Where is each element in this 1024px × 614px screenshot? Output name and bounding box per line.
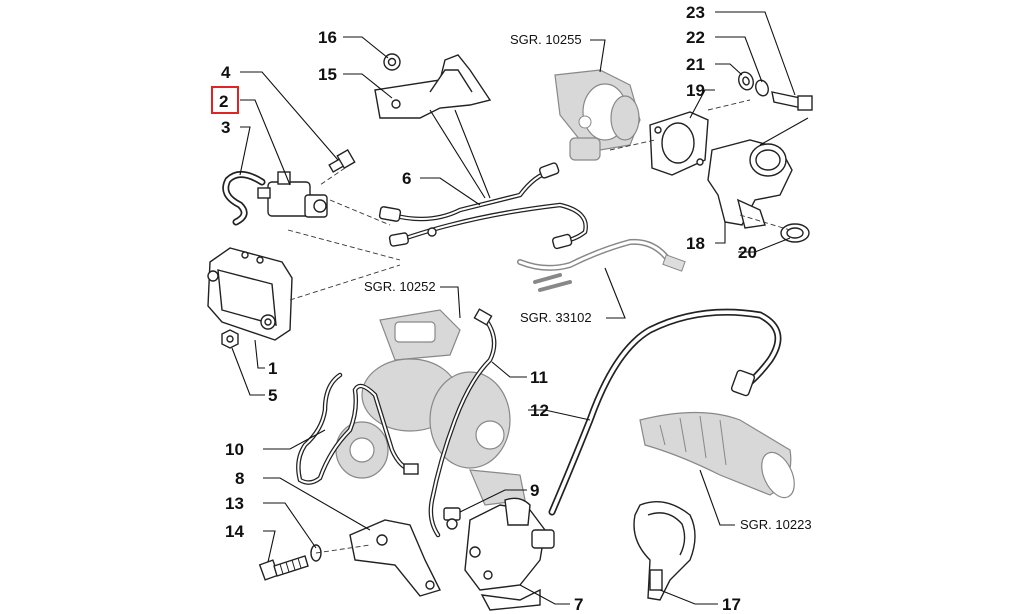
reference-labels: SGR. 10255 SGR. 10252 SGR. 33102 SGR. 10…	[364, 32, 812, 532]
ref-sgr-10252[interactable]: SGR. 10252	[364, 279, 436, 294]
part-12-hose[interactable]	[548, 308, 782, 516]
callout-22[interactable]: 22	[686, 28, 705, 47]
ref-sgr-10223[interactable]: SGR. 10223	[740, 517, 812, 532]
callout-11[interactable]: 11	[530, 368, 548, 387]
ref-sgr-33102[interactable]: SGR. 33102	[520, 310, 592, 325]
part-15-bracket[interactable]	[374, 54, 492, 119]
part-23-bolt[interactable]	[771, 91, 813, 111]
part-17-bracket[interactable]	[633, 501, 696, 601]
sensor-pipe	[517, 238, 686, 292]
alignment-lines	[287, 99, 791, 554]
callout-19[interactable]: 19	[686, 81, 705, 100]
callout-18[interactable]: 18	[686, 234, 705, 253]
callout-labels: 16 15 4 2 3 6 1 5 10 11 12 9 8 13 14 7 1…	[211, 3, 757, 614]
callout-4[interactable]: 4	[221, 63, 231, 82]
callout-23[interactable]: 23	[686, 3, 705, 22]
part-5-nut[interactable]	[221, 329, 239, 349]
callout-20[interactable]: 20	[738, 243, 757, 262]
throttle-body	[554, 69, 641, 161]
callout-8[interactable]: 8	[235, 469, 244, 488]
callout-16[interactable]: 16	[318, 28, 337, 47]
part-22-washer[interactable]	[754, 78, 771, 97]
leader-lines	[231, 11, 809, 605]
callout-6[interactable]: 6	[402, 169, 411, 188]
part-1-actuator[interactable]	[207, 247, 293, 341]
callout-3[interactable]: 3	[221, 118, 230, 137]
intercooler-hose	[639, 411, 795, 499]
part-18-elbow[interactable]	[707, 139, 793, 229]
part-14-bolt[interactable]	[258, 555, 309, 581]
callout-10[interactable]: 10	[225, 440, 244, 459]
part-4-bolt[interactable]	[328, 148, 356, 173]
part-10-oil-pipe[interactable]	[296, 372, 419, 485]
callout-15[interactable]: 15	[318, 65, 337, 84]
ref-sgr-10255[interactable]: SGR. 10255	[510, 32, 582, 47]
turbocharger	[335, 309, 526, 506]
part-7-bracket[interactable]	[464, 497, 555, 611]
part-20-clamp[interactable]	[780, 223, 810, 243]
callout-5[interactable]: 5	[268, 386, 277, 405]
callout-14[interactable]: 14	[225, 522, 244, 541]
callout-7[interactable]: 7	[574, 595, 583, 614]
callout-9[interactable]: 9	[530, 481, 539, 500]
callout-2-highlight-box	[211, 86, 239, 114]
callout-2[interactable]: 2	[219, 92, 228, 111]
callout-17[interactable]: 17	[722, 595, 741, 614]
part-6-vacuum-pipe[interactable]	[378, 162, 588, 250]
part-21-washer[interactable]	[736, 70, 755, 92]
callout-13[interactable]: 13	[225, 494, 244, 513]
callout-21[interactable]: 21	[686, 55, 705, 74]
part-3-hose[interactable]	[222, 171, 266, 226]
callout-1[interactable]: 1	[268, 359, 277, 378]
part-11-pipe[interactable]	[428, 308, 497, 538]
part-2-solenoid-valve[interactable]	[257, 171, 328, 218]
part-9-clamp[interactable]	[443, 507, 461, 530]
callout-12[interactable]: 12	[530, 401, 549, 420]
part-19-gasket[interactable]	[649, 111, 709, 176]
part-8-support[interactable]	[349, 519, 441, 597]
